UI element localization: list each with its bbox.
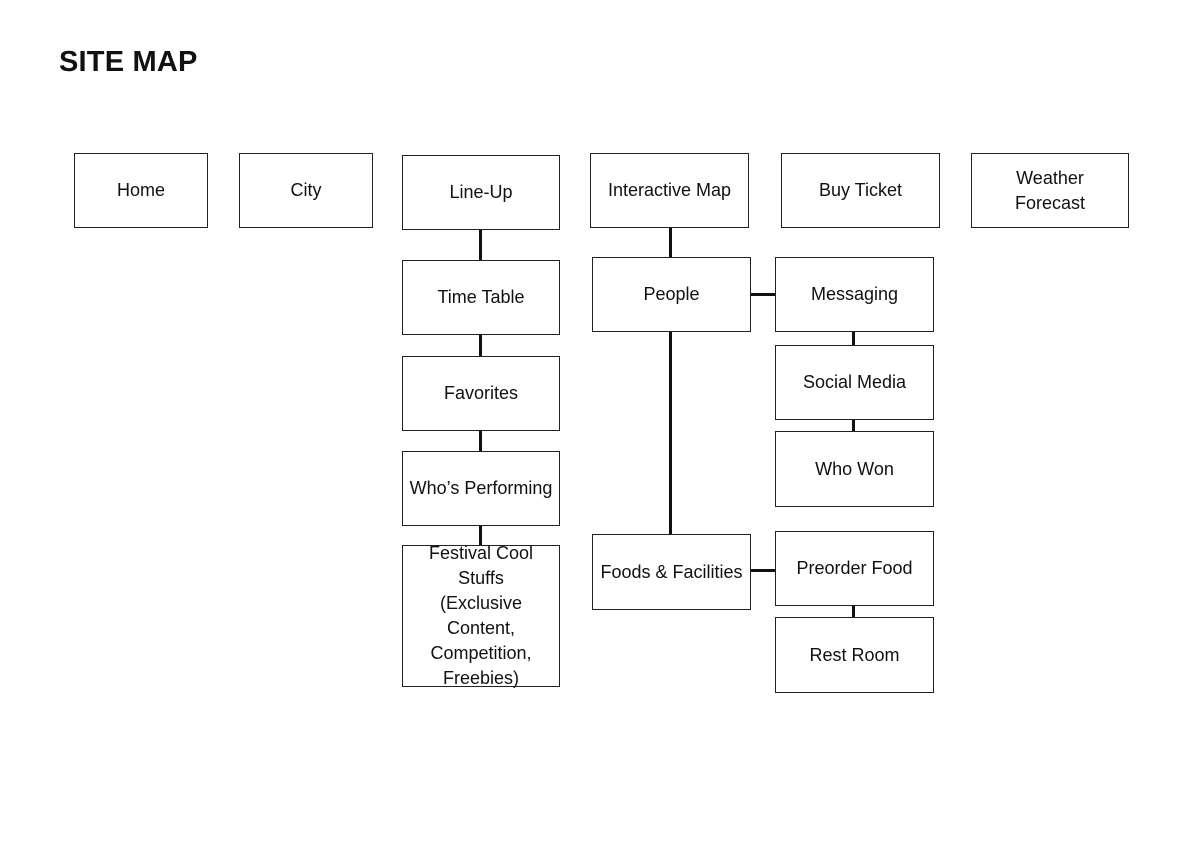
node-who-won: Who Won xyxy=(775,431,934,507)
node-whos-performing-label: Who’s Performing xyxy=(409,478,553,498)
node-festival-cool-stuffs: Festival Cool Stuffs (Exclusive Content,… xyxy=(402,543,560,688)
node-festival-cool-stuffs-label: Festival Cool Stuffs (Exclusive Content,… xyxy=(428,543,534,688)
edge-messaging-socialmedia xyxy=(852,331,855,346)
node-foods-facilities: Foods & Facilities xyxy=(592,534,751,610)
node-social-media: Social Media xyxy=(775,345,934,420)
edge-people-foods xyxy=(669,331,672,535)
node-time-table-label: Time Table xyxy=(437,287,525,307)
edge-lineup-timetable xyxy=(479,229,482,260)
node-messaging: Messaging xyxy=(775,257,934,332)
node-who-won-label: Who Won xyxy=(815,458,894,479)
node-weather-forecast-label: Weather Forecast xyxy=(1014,167,1086,213)
edge-interactivemap-people xyxy=(669,227,672,258)
node-favorites: Favorites xyxy=(402,356,560,431)
node-rest-room-label: Rest Room xyxy=(809,644,900,665)
node-weather-forecast: Weather Forecast xyxy=(971,153,1129,228)
node-home: Home xyxy=(74,153,208,228)
node-buy-ticket-label: Buy Ticket xyxy=(818,180,903,200)
node-line-up: Line-Up xyxy=(402,155,560,230)
edge-preorder-restroom xyxy=(852,605,855,618)
edge-whosperforming-festival xyxy=(479,525,482,545)
node-preorder-food-label: Preorder Food xyxy=(796,558,913,578)
node-time-table: Time Table xyxy=(402,260,560,335)
node-favorites-label: Favorites xyxy=(443,383,519,403)
node-home-label: Home xyxy=(116,180,165,200)
node-messaging-label: Messaging xyxy=(810,284,899,304)
node-rest-room: Rest Room xyxy=(775,617,934,693)
node-people: People xyxy=(592,257,751,332)
node-people-label: People xyxy=(643,284,700,304)
node-social-media-label: Social Media xyxy=(802,372,907,392)
node-preorder-food: Preorder Food xyxy=(775,531,934,606)
edge-foods-preorder xyxy=(750,569,776,572)
node-buy-ticket: Buy Ticket xyxy=(781,153,940,228)
edge-timetable-favorites xyxy=(479,334,482,356)
edge-people-messaging xyxy=(750,293,776,296)
node-whos-performing: Who’s Performing xyxy=(402,451,560,526)
node-interactive-map: Interactive Map xyxy=(590,153,749,228)
node-line-up-label: Line-Up xyxy=(449,182,513,202)
node-city-label: City xyxy=(290,180,322,200)
node-interactive-map-label: Interactive Map xyxy=(607,180,732,200)
node-foods-facilities-label: Foods & Facilities xyxy=(600,561,743,582)
node-city: City xyxy=(239,153,373,228)
edge-favorites-whosperforming xyxy=(479,430,482,451)
page-title: SITE MAP xyxy=(59,46,198,78)
edge-socialmedia-whowon xyxy=(852,419,855,432)
